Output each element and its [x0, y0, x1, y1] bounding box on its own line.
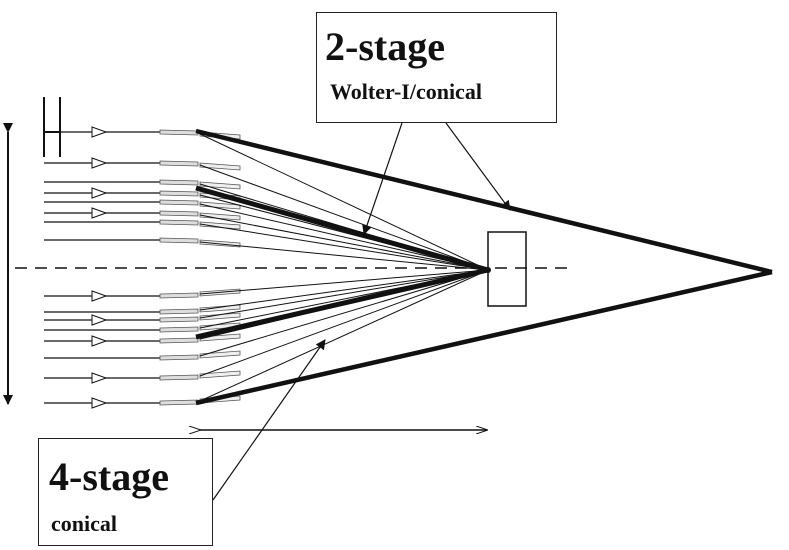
- mirror-shell-secondary: [199, 370, 241, 379]
- converging-ray: [199, 223, 489, 271]
- mirror-shell-secondary: [199, 333, 241, 342]
- mirror-shell: [159, 374, 199, 381]
- focus-point: [485, 267, 491, 273]
- ray-arrowhead: [91, 314, 108, 326]
- ray-arrowhead: [91, 397, 108, 409]
- mirror-shell: [159, 179, 199, 186]
- four-stage-title: 4-stage: [49, 454, 169, 499]
- two-stage-label-box: 2-stage Wolter-I/conical: [316, 12, 557, 123]
- converging-ray: [199, 269, 489, 357]
- mirror-shell-secondary: [199, 304, 241, 313]
- mirror-shell: [159, 210, 199, 217]
- converging-ray: [199, 269, 489, 311]
- mirror-shell: [159, 160, 199, 167]
- ray-arrowhead: [91, 126, 108, 138]
- converging-ray: [199, 269, 489, 402]
- mirror-shell: [159, 190, 199, 197]
- leader-4stage: [212, 339, 326, 501]
- mirror-shell: [159, 308, 199, 315]
- ray-arrowhead: [91, 157, 108, 169]
- converging-ray: [199, 214, 489, 271]
- two-stage-title: 2-stage: [325, 24, 445, 69]
- entrance-aperture: [43, 97, 61, 157]
- converging-ray: [199, 269, 489, 295]
- bold-ray-lower: [195, 267, 489, 340]
- mirror-shell-secondary: [199, 201, 241, 210]
- mirror-shell: [159, 129, 199, 136]
- ray-arrowhead: [91, 372, 108, 384]
- converging-ray: [199, 269, 489, 319]
- focal-detector: [487, 231, 527, 307]
- mirror-shell: [159, 237, 199, 244]
- mirror-shell-secondary: [199, 181, 241, 190]
- mirror-shell: [159, 326, 199, 333]
- bold-ray-upper: [195, 185, 489, 273]
- mirror-shell: [159, 399, 199, 406]
- envelope-upper: [195, 128, 773, 275]
- four-stage-label-box: 4-stage conical: [38, 438, 213, 546]
- converging-ray: [199, 241, 489, 271]
- leader-2stage-a: [362, 122, 403, 235]
- mirror-shell: [159, 316, 199, 323]
- ray-arrowhead: [91, 290, 108, 302]
- incoming-rays: [44, 126, 162, 409]
- mirror-shell-secondary: [199, 221, 241, 230]
- mirror-shell: [159, 292, 199, 299]
- mirror-shell-secondary: [199, 162, 241, 171]
- ray-arrowhead: [91, 207, 108, 219]
- mirror-shell: [159, 354, 199, 361]
- converging-ray: [199, 164, 489, 271]
- mirror-shell: [159, 337, 199, 344]
- two-stage-subtitle: Wolter-I/conical: [330, 79, 482, 104]
- mirror-shell-secondary: [199, 350, 241, 359]
- mirror-shell: [159, 219, 199, 226]
- ray-arrowhead: [91, 187, 108, 199]
- envelope-lower: [195, 269, 773, 406]
- leader-2stage-b: [445, 122, 511, 211]
- converging-ray: [199, 269, 489, 377]
- four-stage-subtitle: conical: [51, 511, 117, 536]
- mirror-shell: [159, 199, 199, 206]
- mirror-shell-secondary: [199, 212, 241, 221]
- converging-ray: [199, 133, 489, 271]
- ray-arrowhead: [91, 335, 108, 347]
